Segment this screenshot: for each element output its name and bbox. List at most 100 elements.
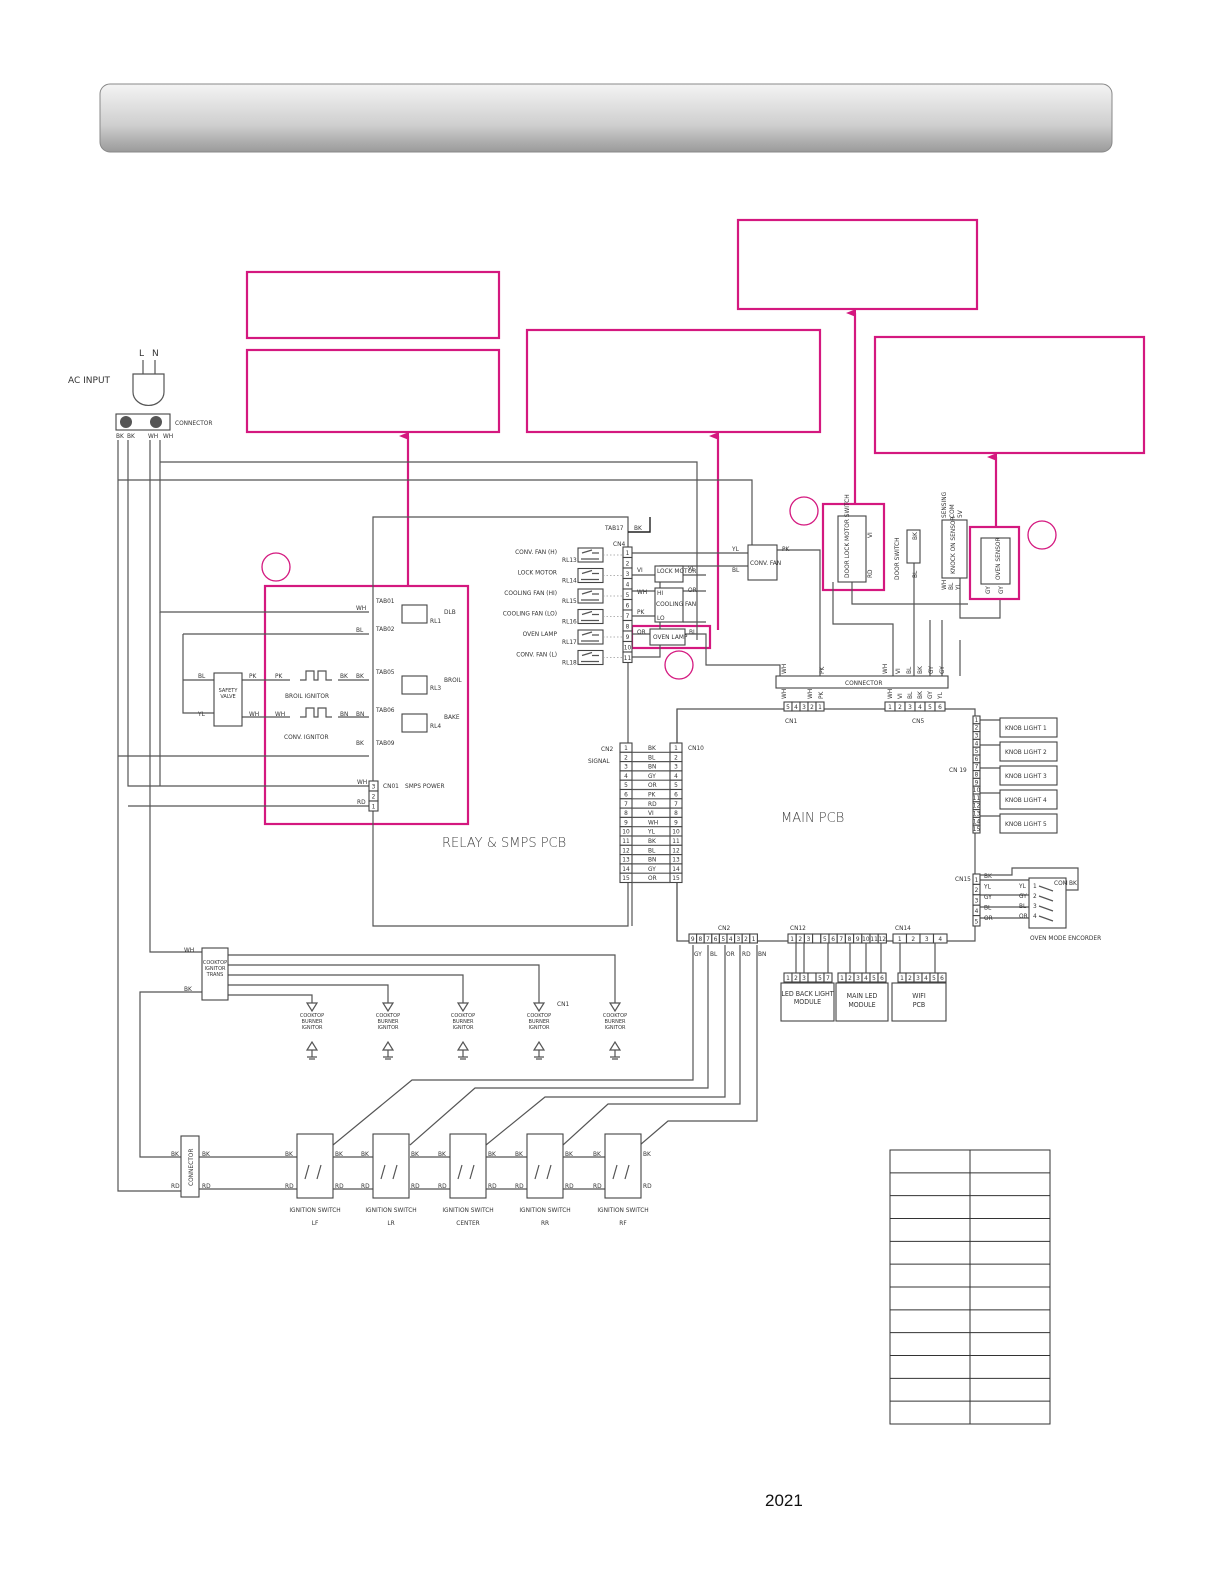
pin-number: 8 (699, 935, 703, 943)
ignitor-electrode-icon (381, 1002, 395, 1013)
pin-number: 1 (372, 803, 376, 811)
wire-label: GY (1019, 892, 1027, 900)
pin-number: 12 (622, 846, 630, 854)
tab-label: TAB02 (375, 625, 395, 633)
pin-number: 9 (691, 935, 695, 943)
ignition-switch-label: IGNITION SWITCH (365, 1206, 416, 1214)
wire-label: RD (411, 1182, 420, 1190)
wire-label: BK (643, 1150, 651, 1158)
door-lock-label: DOOR LOCK MOTOR SWITCH (843, 494, 851, 578)
wire-label: GY (648, 772, 656, 780)
com-label: COM (1054, 879, 1068, 887)
wire-label: BK (634, 524, 642, 532)
pin-number: 1 (674, 744, 678, 752)
pin-number: 3 (916, 974, 920, 982)
pin-number: 1 (624, 744, 628, 752)
pin-number: 5 (975, 747, 979, 755)
ignitor-electrode-icon (608, 1002, 622, 1013)
ground-icon (305, 1040, 319, 1060)
pin-number: 2 (898, 703, 902, 711)
oven-lamp-label: OVEN LAMP (653, 633, 688, 641)
callout-circle (789, 496, 819, 526)
pin-number: 2 (975, 886, 979, 894)
footer-year: 2021 (765, 1491, 803, 1510)
wire-label: BK (116, 432, 124, 440)
wire-label: BK (1069, 879, 1077, 887)
load-label: BROIL (444, 676, 462, 684)
pin-number: 6 (714, 935, 718, 943)
terminal-icon (120, 416, 132, 428)
wire-label: BL (710, 950, 718, 958)
wire-label: OR (688, 586, 697, 594)
pin-number: 8 (626, 622, 630, 630)
wire-label: RD (438, 1182, 447, 1190)
wifi-pin (937, 972, 947, 983)
wire-label: WH (780, 664, 788, 674)
relay-label: RL4 (430, 722, 441, 730)
pin-number: 9 (856, 935, 860, 943)
pin-number: 2 (975, 724, 979, 732)
wire-label: BK (438, 1150, 446, 1158)
wire-label: WH (357, 778, 367, 786)
pin-number: 9 (624, 818, 628, 826)
pin-number: 6 (626, 601, 630, 609)
tab-label: TAB17 (604, 524, 624, 532)
wire-label: RD (742, 950, 751, 958)
pin-number: 4 (864, 974, 868, 982)
conv-ignitor-icon (300, 707, 332, 718)
wire-label: OR (637, 628, 646, 636)
pin-label: SENSING (940, 491, 948, 518)
pin-number: 5 (818, 974, 822, 982)
wire-label: RD (285, 1182, 294, 1190)
knock-sensor-label: KNOCK ON SENSOR (949, 516, 957, 574)
safety-valve (213, 672, 243, 727)
cn12-label: CN12 (790, 924, 806, 932)
pin-number: 6 (831, 935, 835, 943)
plug-icon (132, 373, 165, 406)
relay-icon (401, 675, 428, 695)
cooling-fan (654, 587, 684, 623)
pin-number: 4 (975, 739, 979, 747)
wire-label: BK (916, 666, 924, 674)
wire-label: BL (689, 628, 697, 636)
wire-label: PK (249, 672, 257, 680)
pin-number: 8 (975, 770, 979, 778)
wire-label: WH (249, 710, 259, 718)
pin-number: 4 (729, 935, 733, 943)
pin-number: 1 (898, 935, 902, 943)
relay-load-label: COOLING FAN (HI) (504, 589, 557, 597)
relay-label: RL18 (562, 659, 577, 667)
callout-box (873, 335, 1146, 455)
pin-number: 2 (626, 559, 630, 567)
wire-label: WH (780, 689, 788, 699)
pin-number: 5 (932, 974, 936, 982)
knob-light (999, 813, 1058, 834)
wire-label: BL (906, 691, 914, 699)
wire-label: BK (171, 1150, 179, 1158)
wire-label: BK (184, 985, 192, 993)
cooktop-connector (180, 1135, 200, 1198)
wire-label: OR (1019, 912, 1028, 920)
wire-label: BN (758, 950, 766, 958)
oven-lamp (649, 628, 686, 646)
cn1-label: CN1 (785, 717, 797, 725)
relay-label: RL14 (562, 577, 577, 585)
oven-sensor (980, 537, 1011, 585)
connector-label: CONNECTOR (175, 419, 212, 427)
pin-number: 1 (900, 974, 904, 982)
ignition-switch-label: IGNITION SWITCH (442, 1206, 493, 1214)
pin-number: 2 (1033, 892, 1037, 900)
wire-label: BL (648, 753, 656, 761)
pin-number: 1 (626, 549, 630, 557)
pin-number: 12 (879, 935, 887, 943)
ignition-table (889, 1149, 1051, 1425)
wire-label: BK (285, 1150, 293, 1158)
wire-label: BK (411, 1150, 419, 1158)
pin-number: 9 (975, 778, 979, 786)
pin-number: 4 (938, 935, 942, 943)
smps-power-label: SMPS POWER (405, 782, 445, 790)
broil-ignitor-icon (300, 670, 332, 681)
wire-label: BL (648, 846, 656, 854)
